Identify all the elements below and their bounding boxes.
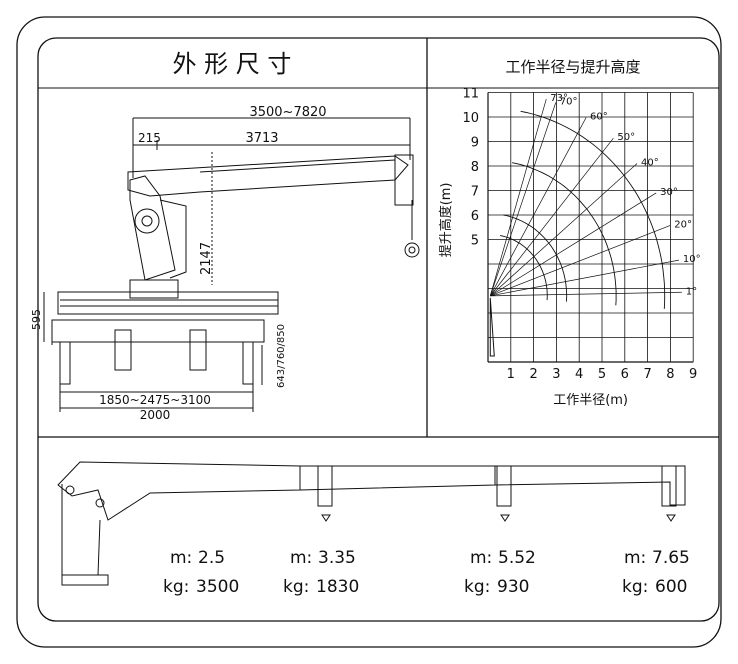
stage-kg-label: kg: [622, 577, 648, 597]
angle-label: 20° [674, 219, 692, 230]
stage-load: 3500 [196, 577, 239, 597]
x-tick-label: 7 [643, 367, 651, 382]
x-tick-label: 8 [666, 367, 674, 382]
inner-border [37, 37, 720, 622]
dim-boom-length: 3713 [245, 131, 278, 146]
y-axis-title: 提升高度(m) [438, 182, 454, 257]
radius-arc [512, 162, 617, 306]
y-tick-label: 5 [471, 234, 479, 249]
dim-leg-height: 643/760/850 [276, 324, 287, 388]
x-tick-label: 2 [529, 367, 537, 382]
angle-label: 40° [641, 158, 659, 169]
stage-load: 1830 [316, 577, 359, 597]
stage-3: m: 5.52 kg: 930 [464, 548, 536, 597]
stage-2: m: 3.35 kg: 1830 [283, 548, 359, 597]
y-tick-label: 8 [471, 160, 479, 175]
x-axis-title: 工作半径(m) [553, 393, 628, 408]
outer-border [16, 16, 722, 648]
stage-load: 930 [497, 577, 529, 597]
angle-label: 30° [660, 187, 678, 198]
y-tick-label: 7 [471, 185, 479, 200]
angle-line [489, 98, 547, 296]
angle-label: 1° [686, 286, 697, 297]
stage-m-label: m: [624, 548, 646, 568]
x-tick-label: 1 [507, 367, 515, 382]
dim-base-height: 595 [30, 309, 43, 330]
y-tick-label: 9 [471, 136, 479, 151]
angle-line [490, 163, 638, 297]
x-tick-label: 9 [689, 367, 697, 382]
angle-label: 50° [617, 132, 635, 143]
radius-arc [500, 235, 548, 301]
stage-m-label: m: [170, 548, 192, 568]
x-tick-label: 6 [621, 367, 629, 382]
stage-1: m: 2.5 kg: 3500 [163, 548, 239, 597]
x-tick-label: 4 [575, 367, 583, 382]
dim-base-width: 2000 [140, 408, 171, 422]
stage-kg-label: kg: [283, 577, 309, 597]
stage-kg-label: kg: [464, 577, 490, 597]
angle-label: 73° [550, 93, 568, 104]
stage-radius: 3.35 [318, 548, 356, 568]
dimensions-title: 外 形 尺 寸 [173, 50, 292, 78]
angle-line [489, 117, 587, 297]
crane-side-view [43, 117, 420, 412]
angle-label: 10° [683, 254, 701, 265]
stage-4: m: 7.65 kg: 600 [622, 548, 690, 597]
angle-line [490, 225, 671, 297]
angle-label: 70° [560, 96, 578, 107]
radius-arc [503, 214, 568, 302]
stage-load: 600 [655, 577, 687, 597]
stage-radius: 5.52 [498, 548, 536, 568]
y-tick-label: 6 [471, 209, 479, 224]
angle-line [490, 192, 657, 297]
dim-offset: 215 [138, 131, 161, 145]
angle-line [490, 137, 614, 297]
stage-kg-label: kg: [163, 577, 189, 597]
boom-stages-view [57, 461, 686, 586]
stage-radius: 7.65 [652, 548, 690, 568]
dim-outrigger-span: 1850~2475~3100 [99, 393, 211, 407]
y-tick-label: 10 [462, 111, 479, 126]
angle-line [489, 102, 557, 296]
stage-radius: 2.5 [198, 548, 225, 568]
angle-line [490, 259, 679, 297]
dim-height: 2147 [199, 242, 214, 275]
stage-m-label: m: [290, 548, 312, 568]
x-tick-label: 3 [552, 367, 560, 382]
crane-glyph [489, 297, 495, 357]
dim-top-span: 3500~7820 [249, 105, 326, 120]
radius-arc [520, 110, 666, 309]
x-tick-label: 5 [598, 367, 606, 382]
curve-title: 工作半径与提升高度 [505, 58, 640, 76]
y-tick-label: 11 [462, 87, 479, 102]
angle-line [490, 291, 682, 297]
angle-label: 60° [590, 112, 608, 123]
stage-m-label: m: [470, 548, 492, 568]
